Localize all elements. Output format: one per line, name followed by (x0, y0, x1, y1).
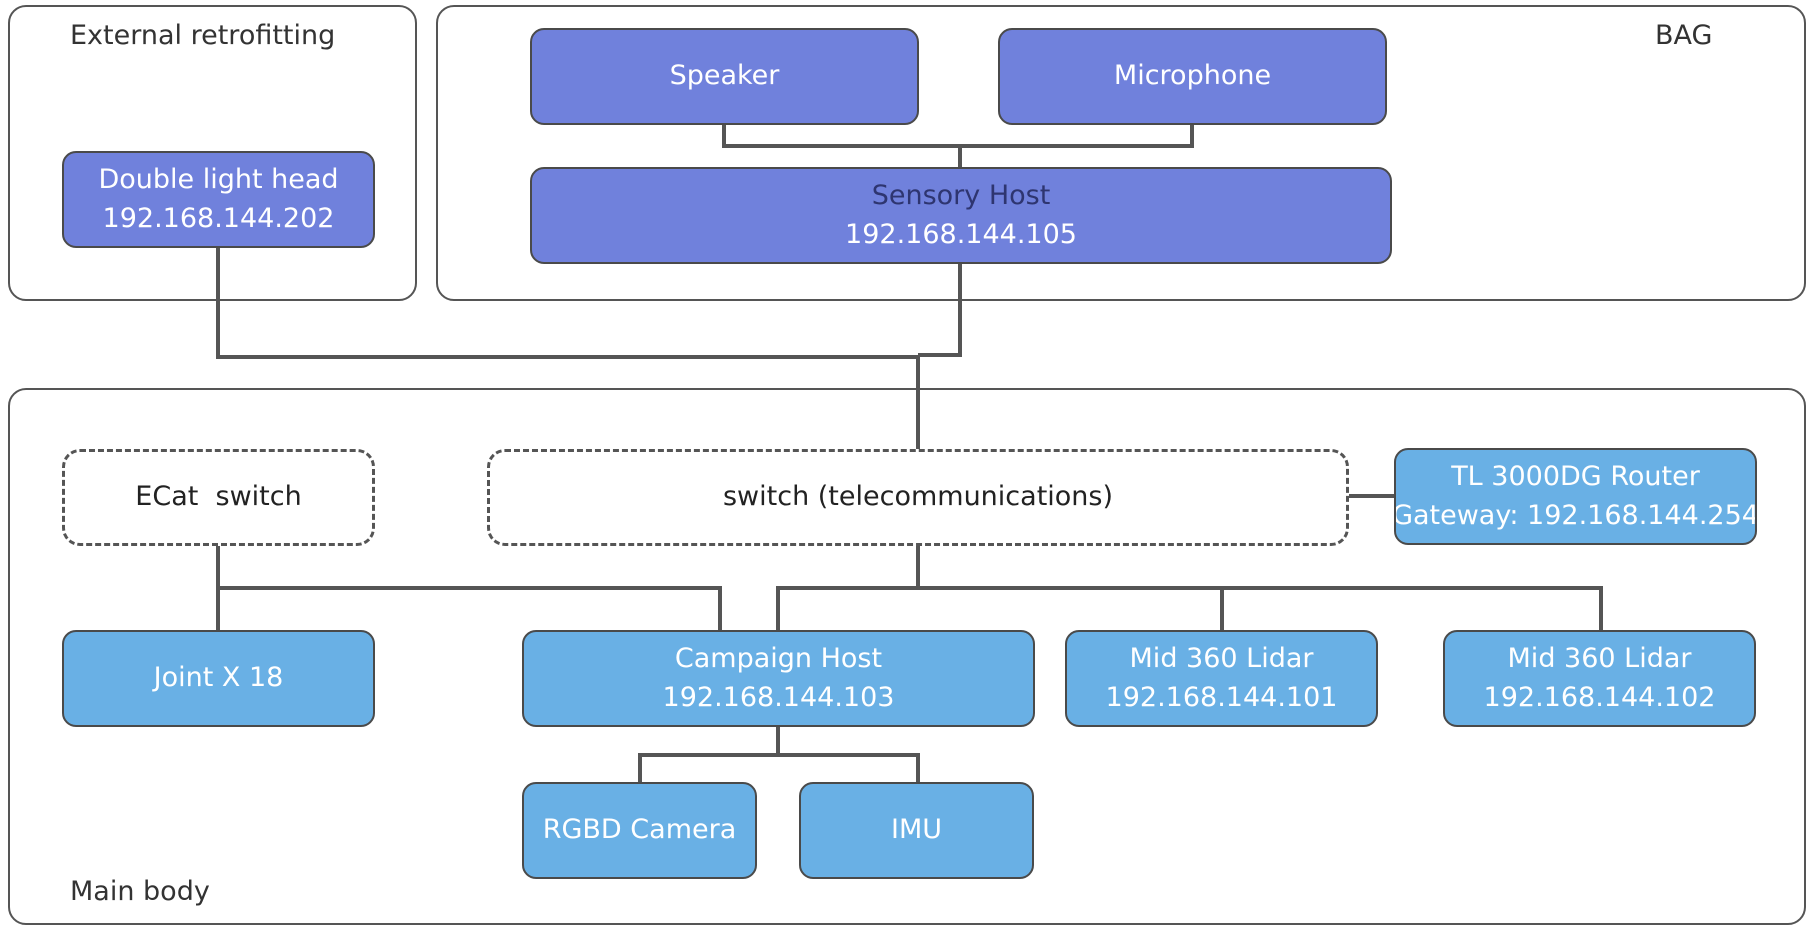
double-light-head-title: Double light head (98, 163, 339, 195)
group-label-bag: BAG (1655, 20, 1713, 51)
sensory-host-title: Sensory Host (871, 179, 1051, 211)
lidar-2-title: Mid 360 Lidar (1507, 642, 1692, 674)
speaker-node: Speaker (530, 28, 919, 125)
sensory-host-ip: 192.168.144.105 (845, 218, 1077, 250)
sensory-host-node: Sensory Host 192.168.144.105 (530, 167, 1392, 264)
campaign-host-ip: 192.168.144.103 (662, 681, 895, 713)
group-label-external: External retrofitting (70, 20, 336, 51)
router-title: TL 3000DG Router (1451, 460, 1700, 492)
campaign-host-node: Campaign Host 192.168.144.103 (522, 630, 1035, 727)
double-light-head-ip: 192.168.144.202 (102, 202, 335, 234)
router-node: TL 3000DG Router Gateway: 192.168.144.25… (1394, 448, 1757, 545)
ecat-switch-title: ECat switch (135, 481, 302, 513)
group-label-main: Main body (70, 876, 210, 907)
lidar-2-ip: 192.168.144.102 (1483, 681, 1716, 713)
ecat-switch-node: ECat switch (62, 449, 375, 546)
telecom-switch-node: switch (telecommunications) (487, 449, 1349, 546)
rgbd-camera-node: RGBD Camera (522, 782, 757, 879)
rgbd-camera-title: RGBD Camera (542, 814, 737, 846)
lidar-1-ip: 192.168.144.101 (1105, 681, 1338, 713)
lidar-1-title: Mid 360 Lidar (1129, 642, 1314, 674)
campaign-host-title: Campaign Host (674, 642, 883, 674)
double-light-head-node: Double light head 192.168.144.202 (62, 151, 375, 248)
lidar-2-node: Mid 360 Lidar 192.168.144.102 (1443, 630, 1756, 727)
joint-x18-node: Joint X 18 (62, 630, 375, 727)
microphone-node: Microphone (998, 28, 1387, 125)
lidar-1-node: Mid 360 Lidar 192.168.144.101 (1065, 630, 1378, 727)
joint-title: Joint X 18 (153, 662, 284, 694)
telecom-switch-title: switch (telecommunications) (722, 481, 1114, 513)
router-gateway: Gateway: 192.168.144.254 (1394, 499, 1757, 531)
speaker-title: Speaker (669, 60, 780, 92)
imu-node: IMU (799, 782, 1034, 879)
imu-title: IMU (890, 814, 943, 846)
microphone-title: Microphone (1113, 60, 1272, 92)
